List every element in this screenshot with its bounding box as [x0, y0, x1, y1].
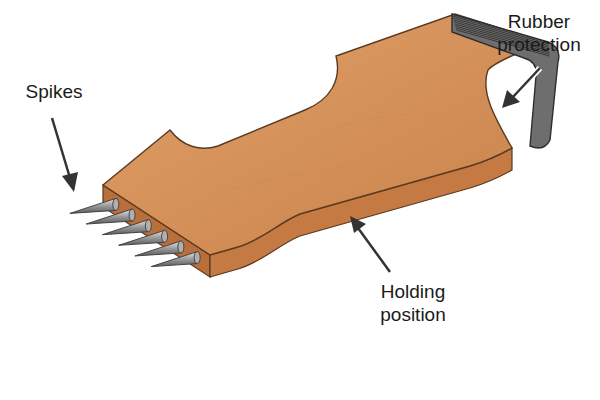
spike-base — [194, 252, 200, 264]
spike-base — [178, 241, 184, 253]
body-top-face — [103, 14, 545, 255]
leader-arrow — [502, 68, 540, 108]
spike-base — [145, 220, 151, 232]
leader-arrow — [52, 118, 78, 192]
wood-grain — [330, 114, 470, 130]
spike — [135, 241, 181, 256]
spike — [119, 230, 165, 245]
part-label: Spikes — [14, 80, 94, 103]
leader-arrow — [350, 216, 390, 272]
spike-base — [162, 230, 168, 242]
spike — [70, 198, 116, 213]
spike — [151, 252, 197, 267]
spike-base — [129, 209, 135, 221]
spike — [102, 220, 148, 235]
spikes — [70, 198, 200, 266]
part-label: Rubber protection — [485, 10, 593, 56]
wood-grain — [230, 160, 380, 190]
part-label: Holding position — [348, 280, 478, 326]
spike-base — [113, 198, 119, 210]
spike — [86, 209, 132, 224]
